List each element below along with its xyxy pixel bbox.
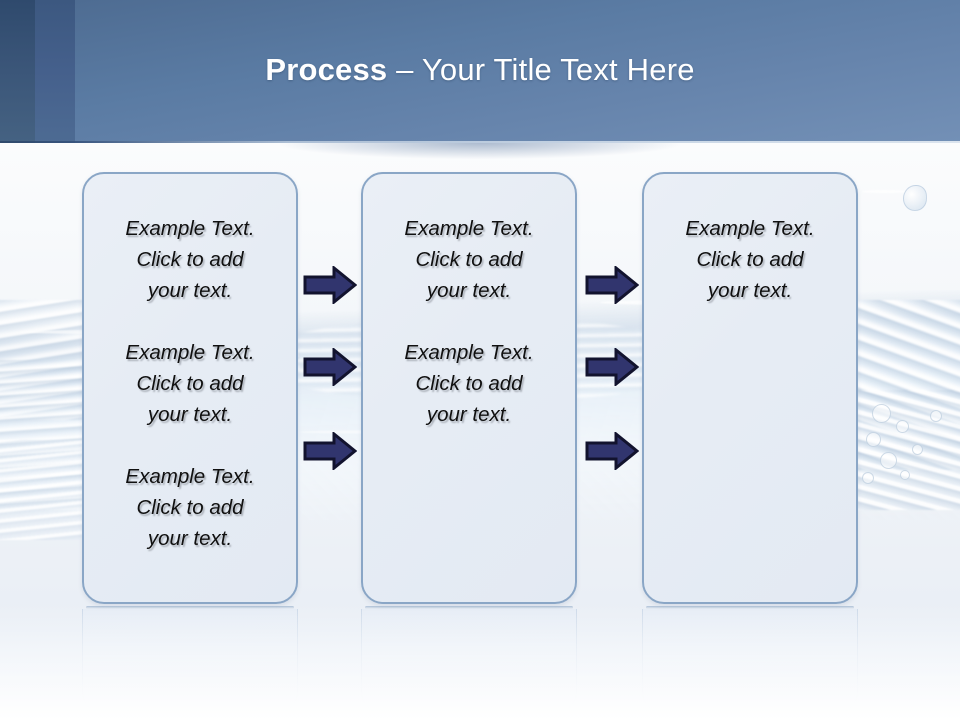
header-shadow-glow [280,143,680,159]
process-box-1[interactable]: Example Text. Click to add your text. Ex… [82,172,298,604]
page-title-rest: – Your Title Text Here [387,52,695,87]
header-accent-band-mid [35,0,75,143]
water-bubble-2 [896,420,909,433]
reflection-floor-fade [0,604,960,720]
process-text-1-1[interactable]: Example Text. Click to add your text. [125,217,255,302]
arrow-right-icon-a3[interactable] [303,432,357,470]
process-text-3-1[interactable]: Example Text. Click to add your text. [685,217,815,302]
water-bubble-3 [866,432,881,447]
arrow-right-icon-a1[interactable] [303,266,357,304]
water-bubble-7 [900,470,910,480]
process-text-1-2[interactable]: Example Text. Click to add your text. [125,341,255,426]
arrow-right-icon-b2[interactable] [585,348,639,386]
page-title-bold: Process [265,52,388,87]
process-box-3[interactable]: Example Text. Click to add your text. [642,172,858,604]
arrow-right-icon-b3[interactable] [585,432,639,470]
arrow-right-icon-b1[interactable] [585,266,639,304]
slide-header [0,0,960,143]
water-bubble-6 [930,410,942,422]
water-bubble-5 [880,452,897,469]
page-title: Process – Your Title Text Here [0,52,960,88]
water-bubble-1 [872,404,891,423]
arrow-right-icon-a2[interactable] [303,348,357,386]
process-text-2-2[interactable]: Example Text. Click to add your text. [404,341,534,426]
header-bottom-edge [0,141,960,143]
header-accent-band-dark [0,0,35,143]
water-streak-2 [862,190,908,193]
water-bubble-8 [862,472,874,484]
process-text-2-1[interactable]: Example Text. Click to add your text. [404,217,534,302]
water-bubble-4 [912,444,923,455]
header-gradient-panel [75,0,960,143]
process-box-2[interactable]: Example Text. Click to add your text. Ex… [361,172,577,604]
water-droplet-icon [903,185,927,211]
process-text-1-3[interactable]: Example Text. Click to add your text. [125,465,255,550]
